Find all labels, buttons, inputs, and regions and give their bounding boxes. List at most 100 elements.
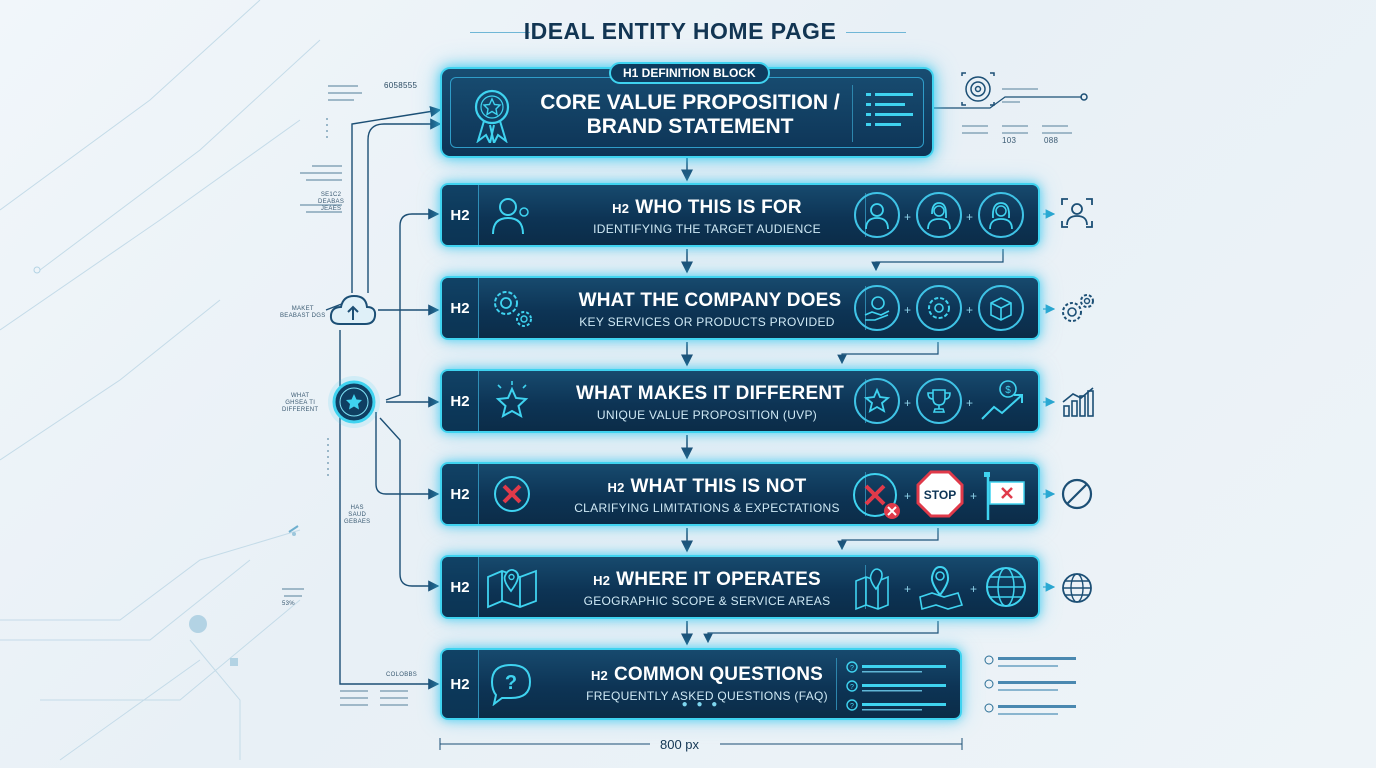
ban-icon bbox=[1061, 478, 1093, 510]
section-title-text: WHAT THE COMPANY DOES bbox=[578, 290, 842, 311]
side-code-label: 6058555 bbox=[384, 81, 418, 90]
section-subtitle: UNIQUE VALUE PROPOSITION (UVP) bbox=[596, 408, 818, 422]
section-what-this-is-not[interactable]: H2 H2 WHAT THIS IS NOT CLARIFYING LIMITAT… bbox=[440, 462, 1040, 526]
list-lines-icon bbox=[866, 93, 913, 126]
low-label: HAS SAUD GEBAES bbox=[344, 505, 371, 525]
section-title-text: WHERE IT OPERATES bbox=[616, 569, 821, 590]
gears-icon bbox=[1062, 294, 1094, 322]
flag-icon bbox=[984, 472, 1025, 520]
title-rule-right bbox=[846, 32, 906, 33]
section-subtitle: IDENTIFYING THE TARGET AUDIENCE bbox=[593, 222, 821, 236]
h2-tag: H2 bbox=[442, 278, 479, 338]
section-title-text: WHAT THIS IS NOT bbox=[630, 476, 807, 497]
male-user-circle-icon bbox=[854, 192, 900, 238]
h2-prefix: H2 bbox=[607, 480, 625, 495]
section-subtitle: KEY SERVICES OR PRODUCTS PROVIDED bbox=[579, 315, 835, 329]
h2-tag: H2 bbox=[442, 185, 479, 245]
definition-block[interactable]: H1 DEFINITION BLOCK CORE VALUE PROPOSITI… bbox=[440, 62, 934, 158]
gears-icon bbox=[494, 291, 532, 327]
trophy-icon bbox=[916, 378, 962, 424]
growth-coin-icon: $ bbox=[981, 380, 1023, 420]
plus-icon: + bbox=[970, 489, 978, 503]
section-what-makes-it-different[interactable]: H2 WHAT MAKES IT DIFFERENT UNIQUE VALUE … bbox=[440, 369, 1040, 433]
h2-tag: H2 bbox=[442, 371, 479, 431]
hand-coin-icon bbox=[854, 285, 900, 331]
section-subtitle: FREQUENTLY ASKED QUESTIONS (FAQ) bbox=[586, 689, 828, 703]
map-pin-icon bbox=[487, 568, 537, 609]
stop-sign-icon: STOP bbox=[916, 470, 964, 518]
h2-tag: H2 bbox=[442, 650, 479, 718]
h2-prefix: H2 bbox=[590, 668, 608, 683]
svg-text:?: ? bbox=[850, 703, 854, 710]
section-title: H2 COMMON QUESTIONS bbox=[542, 664, 872, 686]
svg-text:$: $ bbox=[1005, 385, 1011, 396]
width-dimension-label: 800 px bbox=[660, 737, 700, 752]
plus-icon: + bbox=[904, 396, 912, 410]
h2-prefix: H2 bbox=[612, 201, 630, 216]
award-ribbon-icon bbox=[474, 89, 510, 143]
svg-text:?: ? bbox=[505, 672, 517, 694]
colors-label: COLOBBS bbox=[386, 672, 418, 678]
globe-icon bbox=[1062, 573, 1092, 603]
x-circle-icon bbox=[494, 476, 530, 512]
location-map-icon bbox=[919, 565, 964, 611]
plus-icon: + bbox=[904, 489, 912, 503]
right-088-label: 088 bbox=[1044, 136, 1059, 145]
female-user-circle-icon bbox=[916, 192, 962, 238]
hero-title-line2: BRAND STATEMENT bbox=[586, 115, 794, 138]
hero-title-line1: CORE VALUE PROPOSITION / bbox=[540, 91, 840, 114]
section-subtitle: CLARIFYING LIMITATIONS & EXPECTATIONS bbox=[574, 501, 840, 515]
plus-icon: + bbox=[904, 210, 912, 224]
h2-prefix: H2 bbox=[593, 573, 611, 588]
faq-list-icon: ? ? ? bbox=[846, 661, 946, 711]
x-cancel-icon bbox=[853, 473, 900, 519]
svg-text:?: ? bbox=[850, 684, 854, 691]
market-label: MAKET BEABAST DGS bbox=[280, 306, 326, 319]
right-103-label: 103 bbox=[1002, 136, 1017, 145]
chart-icon bbox=[1062, 387, 1094, 417]
section-who-this-is-for[interactable]: H2 H2 WHO THIS IS FOR IDENTIFYING THE TAR… bbox=[440, 183, 1040, 247]
mid-label: SE1C2 DEABAS JEAES bbox=[318, 192, 345, 212]
section-title-text: WHO THIS IS FOR bbox=[635, 197, 802, 218]
section-title: H2 WHAT THIS IS NOT bbox=[542, 476, 872, 498]
plus-icon: + bbox=[904, 582, 912, 596]
section-title: WHAT THE COMPANY DOES bbox=[542, 290, 872, 312]
pagination-dots[interactable]: ● ● ● bbox=[681, 699, 721, 710]
h2-tag: H2 bbox=[442, 464, 479, 524]
gear-icon bbox=[916, 285, 962, 331]
section-subtitle: GEOGRAPHIC SCOPE & SERVICE AREAS bbox=[583, 594, 831, 608]
folded-map-icon bbox=[855, 568, 889, 611]
pct-label: 53% bbox=[282, 601, 295, 607]
hero-divider bbox=[852, 85, 853, 142]
section-title: H2 WHERE IT OPERATES bbox=[542, 569, 872, 591]
hero-title: CORE VALUE PROPOSITION / BRAND STATEMENT bbox=[532, 91, 848, 139]
svg-text:?: ? bbox=[850, 665, 854, 672]
plus-icon: + bbox=[904, 303, 912, 317]
question-bubble-icon: ? bbox=[490, 663, 532, 706]
cloud-upload-icon bbox=[329, 294, 377, 325]
title-rule-left bbox=[470, 32, 530, 33]
section-common-questions[interactable]: H2 ? H2 COMMON QUESTIONS FREQUENTLY ASKED… bbox=[440, 648, 962, 720]
plus-icon: + bbox=[966, 396, 974, 410]
user-frame-icon bbox=[1061, 198, 1093, 228]
section-where-it-operates[interactable]: H2 H2 WHERE IT OPERATES GEOGRAPHIC SCOPE … bbox=[440, 555, 1040, 619]
star-circle-icon bbox=[854, 378, 900, 424]
page-title: IDEAL ENTITY HOME PAGE bbox=[523, 18, 837, 44]
h1-badge: H1 DEFINITION BLOCK bbox=[609, 62, 770, 84]
section-divider bbox=[836, 658, 837, 710]
section-what-company-does[interactable]: H2 WHAT THE COMPANY DOES KEY SERVICES OR… bbox=[440, 276, 1040, 340]
glowing-star-node[interactable] bbox=[326, 374, 382, 430]
section-title-text: WHAT MAKES IT DIFFERENT bbox=[575, 383, 845, 404]
what-label: WHAT GHSEA TI DIFFERENT bbox=[282, 393, 319, 413]
globe-icon bbox=[986, 567, 1026, 607]
plus-icon: + bbox=[970, 582, 978, 596]
h2-tag: H2 bbox=[442, 557, 479, 617]
section-divider bbox=[865, 472, 866, 516]
star-icon bbox=[495, 381, 529, 418]
person-circle-icon bbox=[978, 192, 1024, 238]
section-title: H2 WHO THIS IS FOR bbox=[542, 197, 872, 219]
section-title-text: COMMON QUESTIONS bbox=[613, 664, 824, 685]
section-title: WHAT MAKES IT DIFFERENT bbox=[542, 383, 872, 405]
stop-sign-text: STOP bbox=[924, 488, 956, 502]
